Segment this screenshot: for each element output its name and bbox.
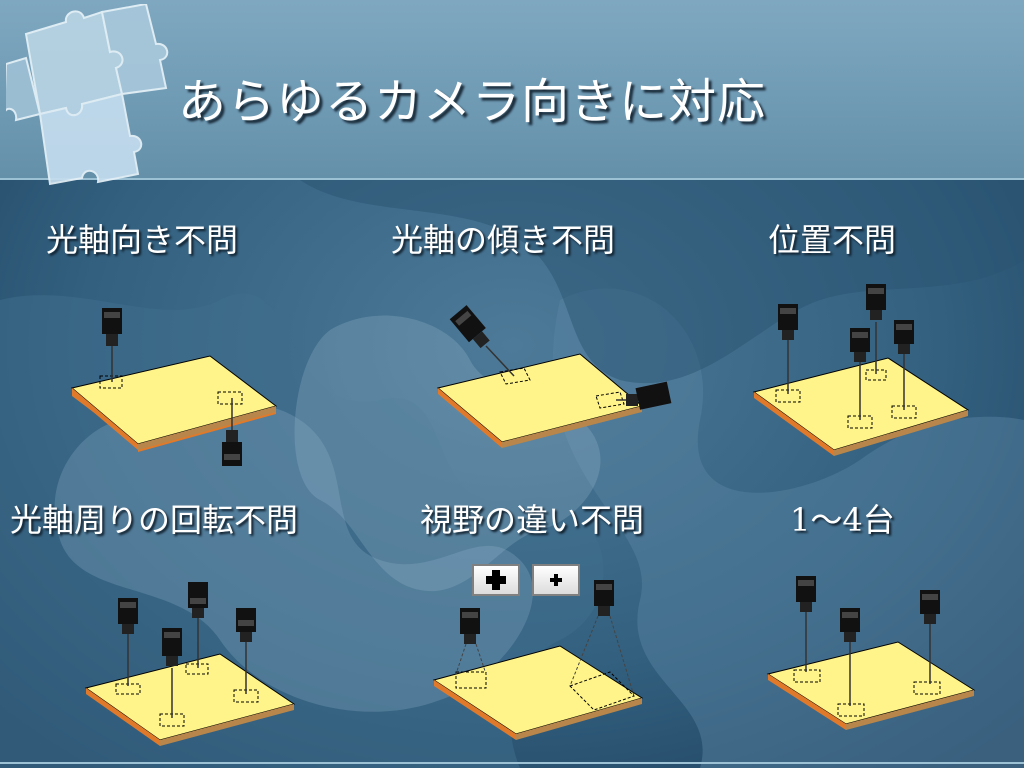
board xyxy=(752,357,970,451)
zoom-out-button[interactable] xyxy=(532,564,580,596)
zoom-in-button[interactable] xyxy=(472,564,520,596)
camera xyxy=(460,608,480,644)
caption-optical-axis-tilt: 光軸の傾き不問 xyxy=(391,221,616,259)
puzzle-piece-shape xyxy=(300,180,1024,384)
camera xyxy=(236,608,256,642)
caption-camera-count: 1～4台 xyxy=(790,501,895,539)
roi-box xyxy=(913,681,941,695)
board xyxy=(70,355,278,445)
camera xyxy=(626,381,672,410)
roi-box xyxy=(569,671,635,711)
puzzle-logo-icon xyxy=(6,4,169,186)
slide-title: あらゆるカメラ向きに対応 xyxy=(178,74,767,130)
board xyxy=(432,645,644,735)
camera xyxy=(850,328,870,362)
board xyxy=(84,653,296,741)
roi-box xyxy=(837,703,865,717)
caption-rotation: 光軸周りの回転不問 xyxy=(10,501,299,539)
puzzle-piece-shape xyxy=(54,405,533,712)
camera xyxy=(894,320,914,354)
caption-field-of-view: 視野の違い不問 xyxy=(420,501,645,539)
camera xyxy=(920,590,940,624)
camera xyxy=(778,304,798,340)
camera xyxy=(188,582,208,618)
camera xyxy=(840,608,860,642)
roi-box xyxy=(455,671,487,689)
title-band xyxy=(0,0,1024,180)
camera xyxy=(449,305,490,349)
camera xyxy=(796,576,816,612)
footer-divider xyxy=(0,762,1024,764)
puzzle-piece-shape xyxy=(294,315,601,592)
caption-optical-axis-direction: 光軸向き不問 xyxy=(46,221,239,259)
board xyxy=(766,641,976,725)
camera xyxy=(118,598,138,634)
camera xyxy=(162,628,182,666)
roi-box xyxy=(793,669,821,683)
camera xyxy=(102,308,122,346)
camera xyxy=(594,580,614,616)
plus-large-icon xyxy=(486,570,506,590)
roi-box xyxy=(217,391,243,405)
plus-small-icon xyxy=(550,574,562,586)
camera xyxy=(866,284,886,320)
roi-box xyxy=(99,375,123,389)
illustration-axis-direction xyxy=(70,308,278,466)
roi-box xyxy=(499,367,531,385)
caption-position: 位置不問 xyxy=(768,221,897,259)
board xyxy=(436,353,644,443)
camera xyxy=(222,430,242,466)
roi-box xyxy=(595,391,625,409)
roi-box xyxy=(185,663,209,675)
